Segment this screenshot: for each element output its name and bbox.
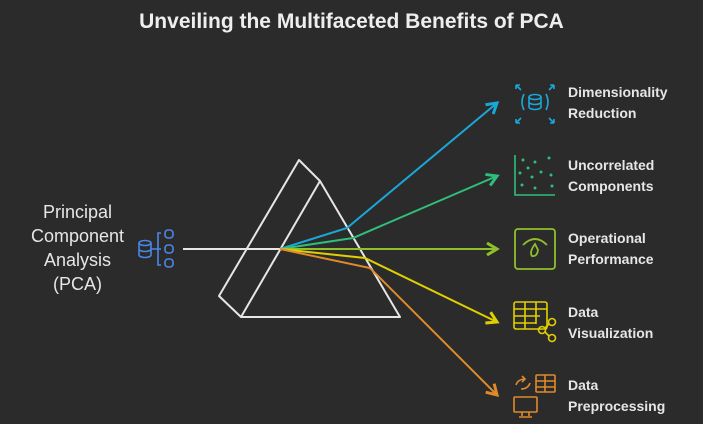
benefit-line: Visualization <box>568 325 654 341</box>
source-label: Principal Component Analysis (PCA) <box>20 200 135 296</box>
scatter-plot-icon <box>514 155 555 196</box>
benefit-line: Reduction <box>568 105 637 121</box>
diagram-title: Unveiling the Multifaceted Benefits of P… <box>139 10 564 33</box>
benefit-line: Data <box>568 304 599 320</box>
table-monitor-icon <box>513 374 556 418</box>
benefit-line: Data <box>568 377 599 393</box>
database-expand-icon <box>515 84 555 124</box>
ray-visualization <box>279 248 500 325</box>
benefit-line: Components <box>568 178 654 194</box>
benefit-line: Dimensionality <box>568 84 668 100</box>
gauge-icon <box>514 228 556 270</box>
source-line: Principal <box>42 202 113 222</box>
prism <box>218 159 401 318</box>
benefit-line: Performance <box>568 251 654 267</box>
source-line: Analysis <box>43 250 112 270</box>
source-line: Component <box>30 226 125 246</box>
benefit-line: Preprocessing <box>568 398 666 414</box>
source-database-icon <box>138 229 174 268</box>
ray-dimensionality <box>279 101 500 250</box>
ray-preprocessing <box>279 248 500 398</box>
source-line: (PCA) <box>53 274 102 294</box>
table-share-icon <box>513 301 557 343</box>
benefit-line: Operational <box>568 230 646 246</box>
ray-uncorrelated <box>279 172 500 250</box>
benefit-line: Uncorrelated <box>568 157 655 173</box>
